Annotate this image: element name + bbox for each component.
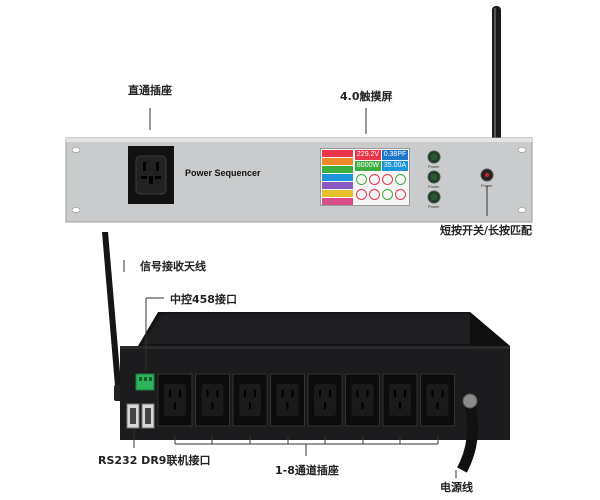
channel-button[interactable] <box>356 189 367 200</box>
label-direct-socket: 直通插座 <box>128 84 172 97</box>
channel-button[interactable] <box>369 174 380 185</box>
power-factor-readout: 0.38PF <box>382 150 408 160</box>
rear-socket <box>420 373 455 427</box>
voltage-readout: 229.2V <box>355 150 381 160</box>
button-caption-3: Power <box>428 204 440 209</box>
front-antenna <box>492 6 501 142</box>
power-cord <box>457 393 479 473</box>
channel-button[interactable] <box>356 174 367 185</box>
rear-socket <box>270 373 305 427</box>
sockets-bracket <box>174 436 439 456</box>
wattage-readout: 8000W <box>355 161 381 171</box>
rear-socket <box>307 373 343 427</box>
callout-lines <box>123 108 488 478</box>
channel-button[interactable] <box>382 189 393 200</box>
label-antenna: 信号接收天线 <box>140 260 206 273</box>
power-button <box>480 168 494 182</box>
channel-button[interactable] <box>369 189 380 200</box>
rear-socket <box>382 373 418 427</box>
label-central-port: 中控458接口 <box>170 293 237 306</box>
label-touch-screen: 4.0触摸屏 <box>340 90 393 103</box>
touch-screen[interactable]: 229.2V 0.38PF 8000W 35.00A <box>320 148 410 206</box>
current-readout: 35.00A <box>382 161 408 171</box>
brand-label: Power Sequencer <box>185 168 261 178</box>
central-458-terminal <box>135 373 155 391</box>
rear-sockets <box>157 373 455 427</box>
rs232-ports <box>126 403 155 429</box>
button-caption-1: Power <box>428 164 440 169</box>
button-caption-2: Power <box>428 184 440 189</box>
rear-socket <box>345 373 380 427</box>
channel-button[interactable] <box>382 174 393 185</box>
label-rs232: RS232 DR9联机接口 <box>98 454 211 467</box>
rear-socket <box>157 373 193 427</box>
channel-button[interactable] <box>395 174 406 185</box>
label-sockets-1-8: 1-8通道插座 <box>275 464 339 477</box>
power-caption: Power <box>481 183 493 188</box>
channel-button[interactable] <box>395 189 406 200</box>
label-power-button: 短按开关/长按匹配 <box>440 224 533 237</box>
front-control-buttons <box>427 150 441 204</box>
rear-socket <box>195 373 230 427</box>
menu-column <box>322 150 353 205</box>
label-power-cord: 电源线 <box>440 481 473 494</box>
rear-socket <box>232 373 268 427</box>
direct-socket <box>128 146 174 204</box>
channel-grid <box>355 173 408 203</box>
